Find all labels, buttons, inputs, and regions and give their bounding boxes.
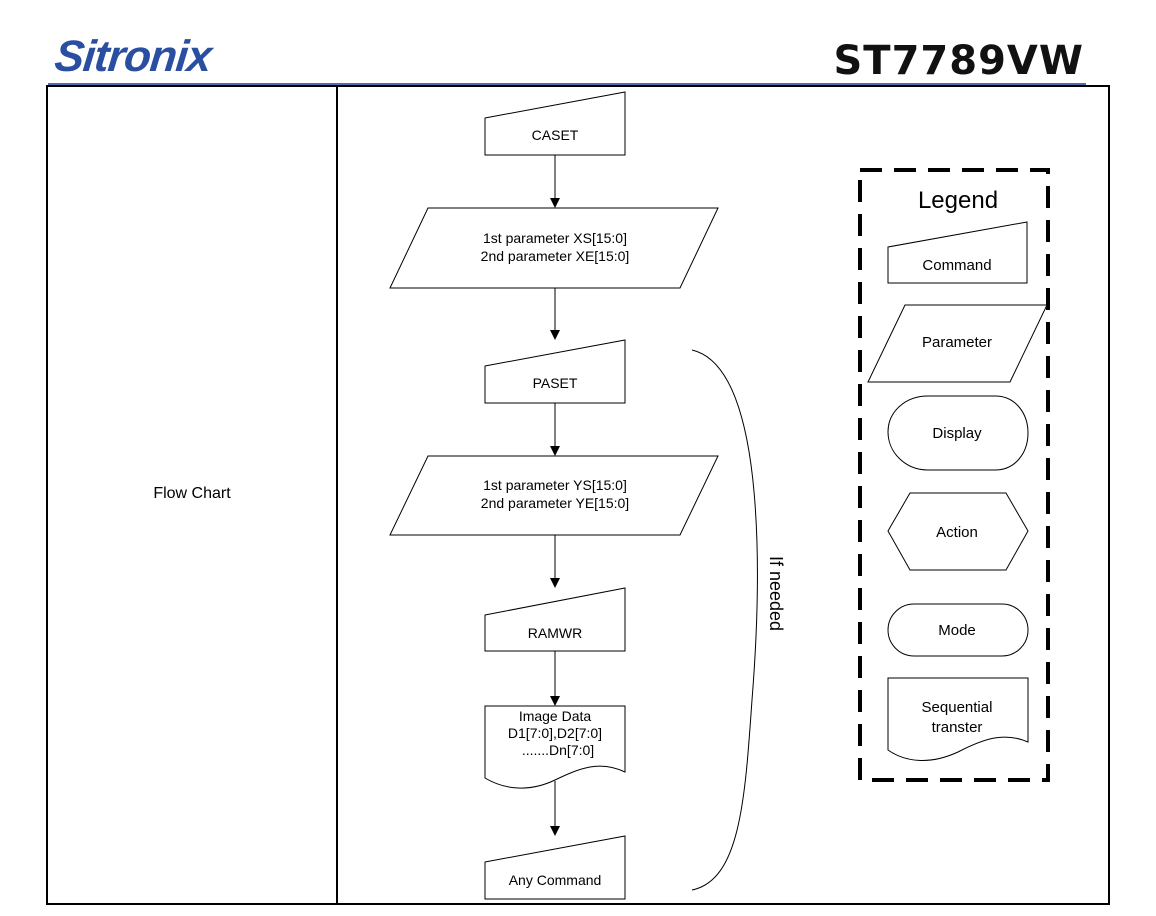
image-data-line-2: D1[7:0],D2[7:0] [508, 725, 602, 741]
paset-param-1: 1st parameter YS[15:0] [483, 477, 627, 493]
image-data-block: Image Data D1[7:0],D2[7:0] .......Dn[7:0… [484, 705, 626, 789]
flow-chart-label: Flow Chart [153, 485, 231, 502]
column-divider [336, 85, 338, 905]
ramwr-command: RAMWR [484, 587, 626, 652]
legend-command-label: Command [922, 257, 991, 274]
if-needed-bracket [691, 349, 758, 891]
legend-sequential-line-2: transter [932, 719, 983, 736]
any-command-label: Any Command [509, 872, 602, 888]
legend-action-label: Action [936, 524, 978, 541]
any-command: Any Command [484, 835, 626, 900]
paset-command: PASET [484, 339, 626, 404]
caset-param-2: 2nd parameter XE[15:0] [481, 248, 630, 264]
paset-label: PASET [533, 375, 578, 391]
paset-parameters: 1st parameter YS[15:0] 2nd parameter YE[… [389, 455, 719, 536]
legend-sequential-line-1: Sequential [922, 699, 993, 716]
legend-parameter: Parameter [867, 304, 1048, 383]
image-data-line-3: .......Dn[7:0] [522, 742, 594, 758]
header-rule [48, 83, 1086, 85]
legend-border [858, 168, 1050, 782]
legend-title: Legend [918, 187, 998, 214]
caset-command: CASET [484, 91, 626, 156]
if-needed-label: If needed [766, 556, 786, 631]
legend-sequential: Sequential transter [887, 677, 1029, 761]
model-number: ST7789VW [833, 38, 1084, 84]
caset-param-1: 1st parameter XS[15:0] [483, 230, 627, 246]
ramwr-label: RAMWR [528, 625, 582, 641]
legend-action: Action [887, 492, 1029, 571]
legend-display-label: Display [932, 425, 982, 442]
legend-display: Display [887, 395, 1029, 471]
legend-mode-label: Mode [938, 622, 976, 639]
legend-command: Command [887, 221, 1028, 284]
image-data-title: Image Data [519, 708, 592, 724]
legend-mode: Mode [887, 603, 1029, 657]
caset-parameters: 1st parameter XS[15:0] 2nd parameter XE[… [389, 207, 719, 289]
legend: Legend Command Parameter Display Action … [858, 168, 1050, 782]
legend-parameter-label: Parameter [922, 334, 992, 351]
paset-param-2: 2nd parameter YE[15:0] [481, 495, 629, 511]
caset-label: CASET [532, 127, 579, 143]
content-table [46, 85, 1110, 905]
